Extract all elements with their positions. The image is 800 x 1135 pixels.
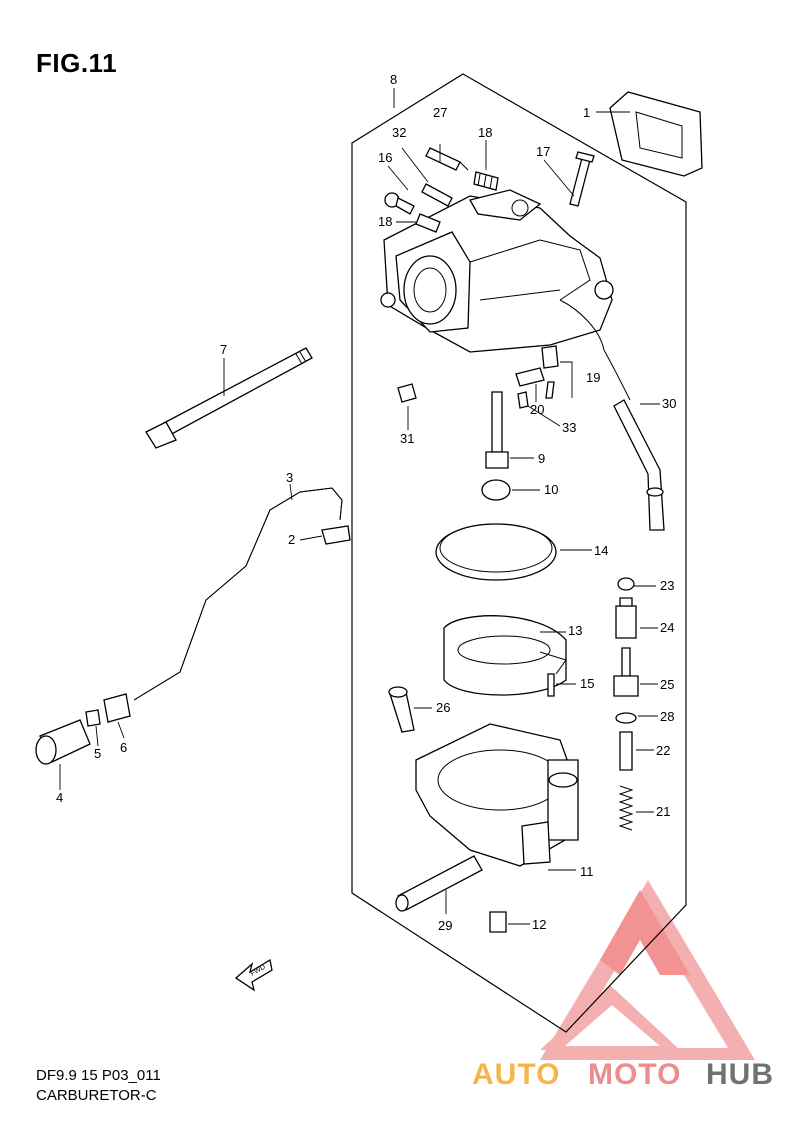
jet-24	[615, 597, 637, 639]
assembly-frame	[351, 73, 687, 1033]
callout-31: 31	[400, 431, 414, 446]
callout-32: 32	[392, 125, 406, 140]
callout-28: 28	[660, 709, 674, 724]
watermark-text: AUTO MOTO HUB	[472, 1058, 774, 1091]
nut-5	[85, 709, 101, 727]
watermark-logo	[540, 880, 755, 1060]
callout-4: 4	[56, 790, 63, 805]
callout-16: 16	[378, 150, 392, 165]
callout-5: 5	[94, 746, 101, 761]
plug-12	[489, 911, 507, 933]
watermark-hub: HUB	[706, 1058, 774, 1091]
float-bowl	[415, 723, 579, 867]
fwd-arrow-icon: FWD	[234, 958, 273, 992]
o-ring-28	[615, 712, 637, 724]
cap-10	[481, 479, 511, 501]
screw-16	[384, 192, 415, 215]
callout-27: 27	[433, 105, 447, 120]
figure-title: FIG.11	[36, 48, 118, 78]
leader-lines	[59, 88, 660, 925]
float-13	[443, 615, 567, 696]
callout-26: 26	[436, 700, 450, 715]
callout-20: 20	[530, 402, 544, 417]
screw-26	[388, 686, 415, 733]
tube-29	[395, 855, 483, 912]
callout-18a: 18	[478, 125, 492, 140]
callout-8: 8	[390, 72, 397, 87]
callout-33: 33	[562, 420, 576, 435]
callout-13: 13	[568, 623, 582, 638]
callout-29: 29	[438, 918, 452, 933]
callout-2: 2	[288, 532, 295, 547]
needle-9	[485, 391, 509, 469]
pin-15	[547, 673, 555, 697]
watermark-moto: MOTO	[588, 1058, 681, 1091]
spring-18-upper	[473, 171, 499, 191]
callout-6: 6	[120, 740, 127, 755]
screw-27	[425, 147, 469, 171]
callout-labels: 1 2 3 4 5 6 7 8 9 10 11 12 13 14 15 16 1…	[56, 72, 676, 933]
callout-3: 3	[286, 470, 293, 485]
callout-19: 19	[586, 370, 600, 385]
callout-14: 14	[594, 543, 608, 558]
bracket-19-20	[515, 345, 559, 399]
callout-24: 24	[660, 620, 674, 635]
figure-name: CARBURETOR-C	[36, 1087, 157, 1104]
callout-30: 30	[662, 396, 676, 411]
carburetor-body	[380, 189, 614, 353]
nut-6	[103, 693, 131, 723]
jet-22	[619, 731, 633, 771]
valve-25	[613, 647, 639, 697]
tube-30	[559, 299, 665, 531]
clip-2	[321, 525, 351, 545]
screw-17	[569, 151, 595, 207]
callout-22: 22	[656, 743, 670, 758]
spring-18-lower	[415, 213, 441, 233]
callout-9: 9	[538, 451, 545, 466]
callout-23: 23	[660, 578, 674, 593]
callout-12: 12	[532, 917, 546, 932]
callout-7: 7	[220, 342, 227, 357]
screw-33	[517, 391, 529, 409]
callout-10: 10	[544, 482, 558, 497]
callout-21: 21	[656, 804, 670, 819]
callout-17: 17	[536, 144, 550, 159]
bolt-7	[145, 347, 313, 449]
plug-31	[397, 383, 417, 403]
gasket-part	[609, 91, 703, 177]
watermark-auto: AUTO	[472, 1058, 560, 1091]
screw-32	[421, 183, 453, 207]
cap-23	[617, 577, 635, 591]
callout-11: 11	[580, 864, 594, 879]
rod-3	[133, 487, 343, 701]
band-14	[435, 523, 557, 581]
callout-25: 25	[660, 677, 674, 692]
callout-18b: 18	[378, 214, 392, 229]
callout-1: 1	[583, 105, 590, 120]
figure-code: DF9.9 15 P03_011	[36, 1067, 161, 1084]
knob-4	[35, 719, 91, 765]
callout-15: 15	[580, 676, 594, 691]
spring-21	[618, 785, 634, 831]
fitting-11	[521, 821, 551, 865]
